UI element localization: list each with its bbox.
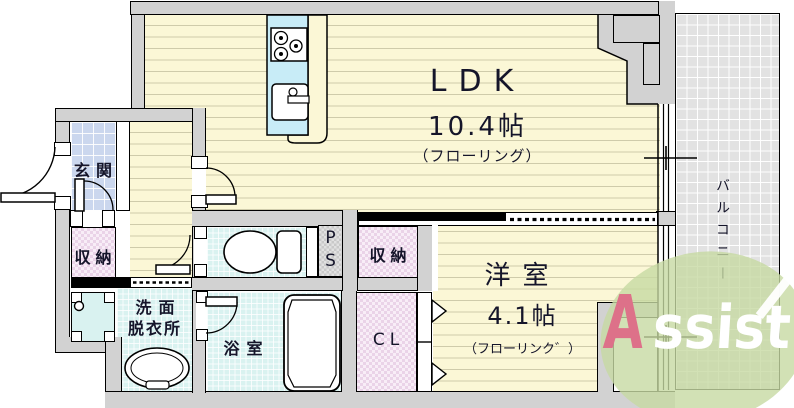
- closet-door-strip: [417, 292, 432, 392]
- entrance-storage-opening: [83, 210, 102, 227]
- wall-toilet-top: [192, 210, 358, 227]
- wall-left-upper: [131, 15, 145, 108]
- entrance-step-board: [116, 121, 130, 211]
- washroom-label-line2: 脱衣所: [127, 319, 182, 338]
- sliding-strip-hall-washroom: [130, 277, 192, 288]
- entrance-storage-jamb: [70, 210, 83, 227]
- wall-right-upper: [658, 1, 675, 104]
- toilet-room-floor: [207, 227, 306, 277]
- bathroom-label: 浴室: [223, 339, 270, 358]
- ldk-floor-note: （フローリング）: [413, 147, 542, 165]
- wall-step-v: [105, 337, 122, 393]
- entrance-label: 玄関: [73, 161, 118, 180]
- bath-door-jamb: [196, 291, 208, 303]
- wall-bath-closet: [341, 291, 357, 392]
- ldk-label: LDK: [429, 64, 526, 99]
- ldk-door-jamb: [191, 195, 208, 208]
- ldk-door-opening: [192, 169, 206, 195]
- bedroom-storage-label: 収納: [369, 246, 412, 265]
- wall-bar-ldk-bedroom: [359, 213, 506, 221]
- corner-step-block-1: [613, 15, 660, 43]
- closet-label: CL: [372, 330, 405, 350]
- bath-door-opening: [196, 303, 207, 329]
- hallway-floor: [130, 122, 192, 277]
- assist-logo-initial: A: [601, 280, 646, 366]
- toilet-door-jamb: [194, 226, 207, 239]
- closet-floor: [356, 292, 417, 392]
- wall-toilet-bottom: [192, 277, 433, 291]
- assist-logo-text: Assist: [601, 280, 794, 366]
- ldk-size-label: 10.4帖: [428, 112, 527, 142]
- washroom-label-line1: 洗面: [135, 298, 182, 317]
- front-door-icon: [0, 146, 56, 203]
- laundry-pan-corner: [71, 292, 82, 303]
- front-door-jamb: [54, 142, 71, 156]
- entrance-storage-floor: [71, 227, 116, 278]
- pipe-space-box: [318, 225, 343, 277]
- toilet-door-opening: [194, 239, 207, 264]
- toilet-door-jamb: [194, 264, 207, 277]
- wall-bottom: [105, 391, 675, 408]
- laundry-pan-corner: [71, 331, 82, 342]
- ldk-door-jamb: [191, 156, 208, 169]
- toilet-duct: [306, 227, 318, 277]
- corner-step-block-2: [643, 43, 660, 85]
- wall-entrance-top: [55, 108, 206, 122]
- wall-window-junction: [656, 211, 676, 226]
- bedroom-size-label: 4.1帖: [487, 302, 558, 330]
- pipe-space-label: PS: [325, 228, 336, 271]
- wall-bar-storage: [71, 277, 130, 288]
- bedroom-label: 洋室: [484, 261, 561, 291]
- laundry-pan-corner: [104, 331, 115, 342]
- bedroom-edge-strip: [432, 221, 438, 291]
- entrance-storage-label: 収納: [74, 248, 117, 267]
- bath-door-jamb: [196, 329, 208, 341]
- wall-top: [130, 1, 675, 15]
- front-door-jamb: [54, 196, 71, 210]
- assist-logo-rest: ssist: [651, 293, 794, 363]
- bedroom-floor-note: （フローリンク゛）: [463, 342, 581, 357]
- entrance-storage-jamb: [102, 210, 115, 227]
- front-door-opening: [55, 156, 70, 196]
- laundry-pan-corner: [104, 292, 115, 303]
